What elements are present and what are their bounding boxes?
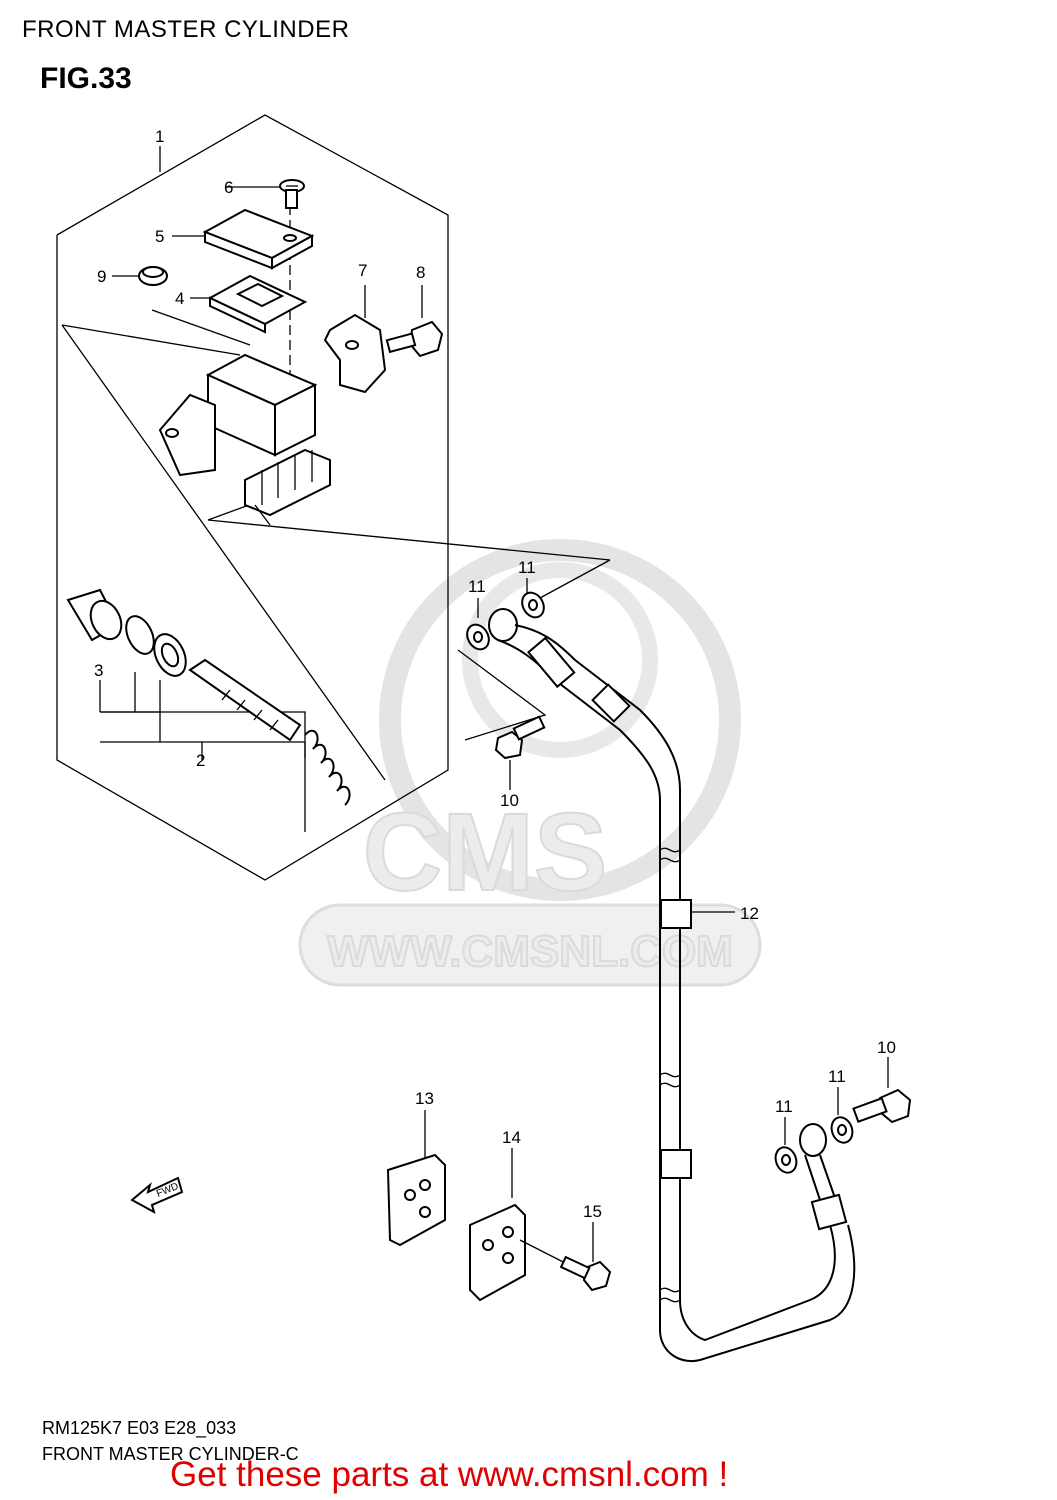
part-11-washer-top-left <box>466 623 490 651</box>
part-11-washer-bottom-right <box>830 1116 854 1144</box>
part-15-bolt <box>559 1255 612 1292</box>
part-3-circlip <box>125 615 155 655</box>
watermark-url: WWW.CMSNL.COM <box>327 927 733 976</box>
watermark-brand: CMS <box>363 791 607 914</box>
part-8-bolt <box>385 320 444 358</box>
callout-11-top-right: 11 <box>518 558 536 577</box>
callout-3: 3 <box>94 661 103 680</box>
part-5-reservoir-cap <box>202 208 315 270</box>
callout-7: 7 <box>358 261 367 280</box>
diagram-code: RM125K7 E03 E28_033 <box>42 1418 237 1438</box>
callout-11-top-left: 11 <box>468 577 486 596</box>
part-11-washer-top-right <box>521 591 545 619</box>
callout-9: 9 <box>97 267 106 286</box>
callout-14: 14 <box>502 1128 521 1147</box>
callout-numbers: 1 2 3 4 5 6 7 8 9 10 10 11 11 11 11 12 1… <box>94 127 896 1221</box>
cms-watermark: CMS WWW.CMSNL.COM <box>298 539 762 987</box>
callout-12: 12 <box>740 904 759 923</box>
part-10-banjo-bolt-bottom <box>852 1088 912 1124</box>
assembly-outline <box>56 114 449 881</box>
callout-6: 6 <box>224 178 233 197</box>
callout-8: 8 <box>416 263 425 282</box>
forward-arrow-icon: FWD <box>130 1176 184 1215</box>
callout-11-bottom-left: 11 <box>775 1097 793 1116</box>
part-11-washer-bottom-left <box>774 1146 798 1174</box>
part-6-screw <box>279 179 305 209</box>
callout-10-top: 10 <box>500 791 519 810</box>
part-14-hose-guide <box>469 1203 576 1302</box>
figure-number: FIG.33 <box>40 62 132 95</box>
callout-2: 2 <box>196 751 205 770</box>
part-4-diaphragm <box>207 274 308 334</box>
part-3-boot <box>66 588 123 642</box>
page-title: FRONT MASTER CYLINDER <box>22 16 350 43</box>
callout-10-bottom: 10 <box>877 1038 896 1057</box>
part-7-clamp <box>323 313 387 394</box>
callout-1: 1 <box>155 127 164 146</box>
part-2-piston-kit <box>188 658 351 806</box>
callout-11-bottom-right: 11 <box>828 1067 846 1086</box>
callout-13: 13 <box>415 1089 434 1108</box>
part-13-hose-guide <box>386 1153 446 1247</box>
part-12-brake-hose <box>488 608 856 1363</box>
part-10-banjo-bolt-top <box>494 715 546 760</box>
master-cylinder-body <box>158 353 331 526</box>
callout-4: 4 <box>175 289 184 308</box>
promo-banner[interactable]: Get these parts at www.cmsnl.com ! <box>170 1455 729 1494</box>
part-9-plug <box>138 266 168 286</box>
part-3-washer <box>153 633 187 677</box>
callout-5: 5 <box>155 227 164 246</box>
diagram-name: FRONT MASTER CYLINDER-C <box>42 1444 299 1464</box>
callout-15: 15 <box>583 1202 602 1221</box>
